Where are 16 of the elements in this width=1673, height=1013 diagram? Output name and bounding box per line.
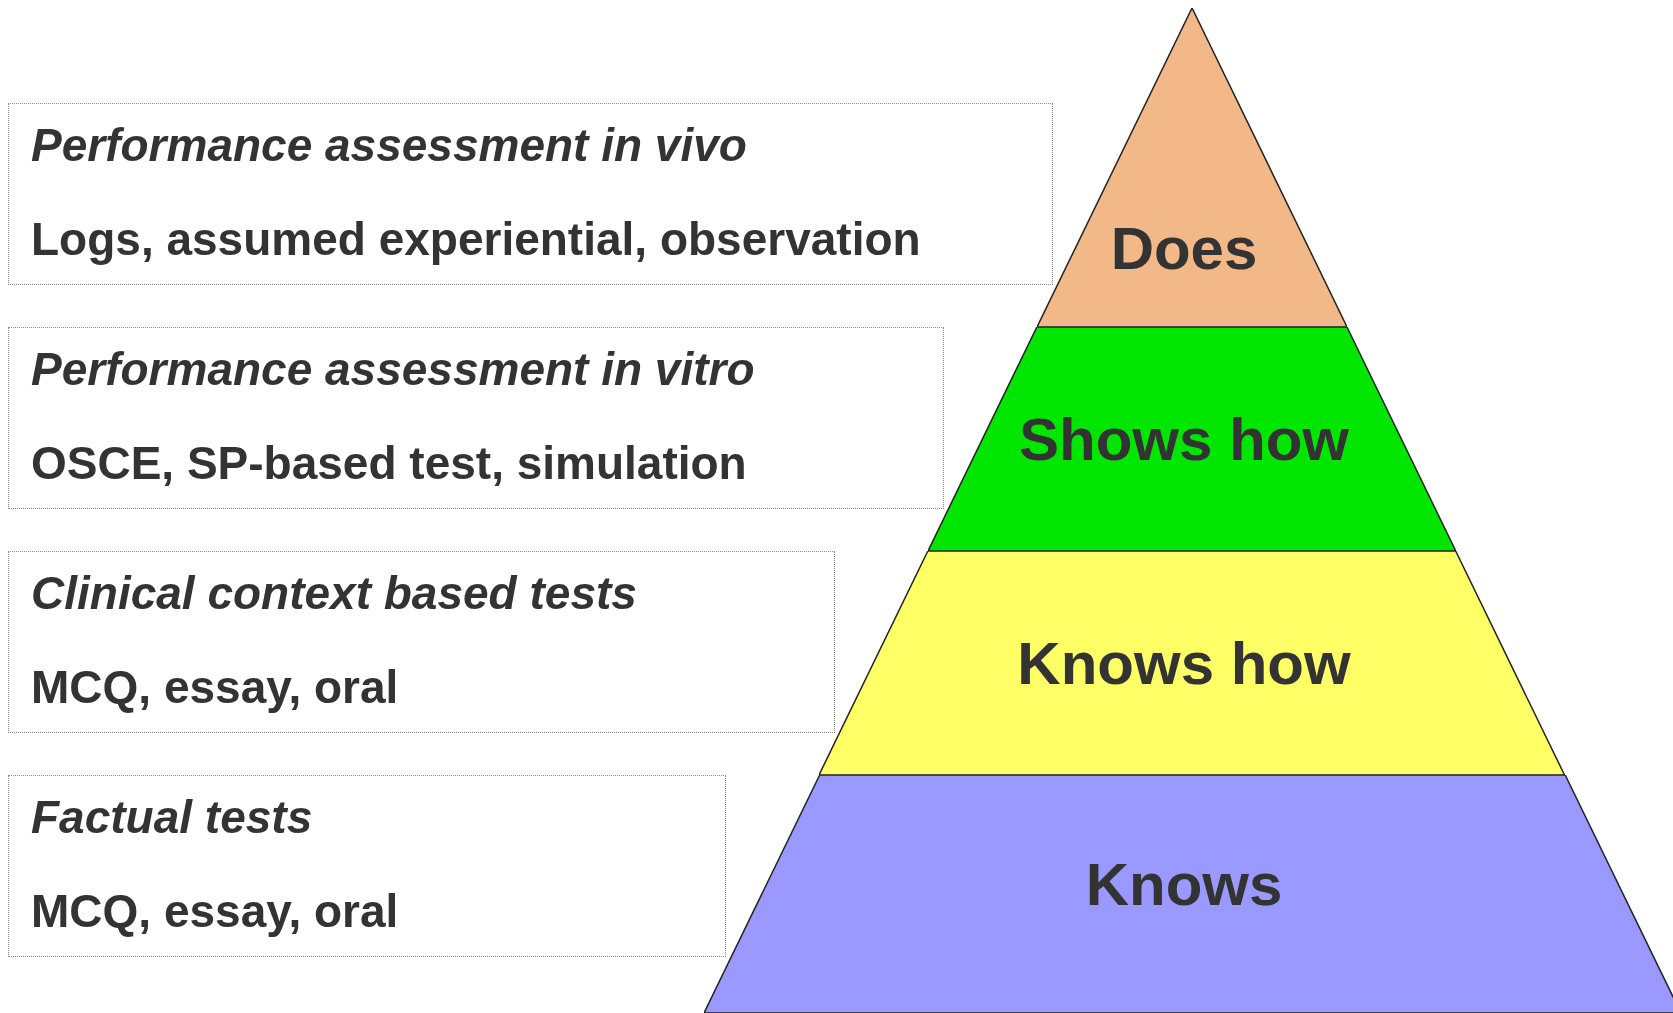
heading-text: Performance assessment in vivo <box>31 118 747 172</box>
level-label: Knows how <box>1017 628 1351 698</box>
text-panel <box>8 103 1053 285</box>
heading-text: Performance assessment in vitro <box>31 342 755 396</box>
level-label: Knows <box>1085 849 1283 919</box>
text-panel <box>8 327 944 509</box>
level-label: Does <box>1110 213 1258 282</box>
level-label: Shows how <box>1019 404 1349 474</box>
body-text: MCQ, essay, oral <box>31 884 399 938</box>
body-text: OSCE, SP-based test, simulation <box>31 436 747 490</box>
text-panel <box>8 551 835 733</box>
body-text: MCQ, essay, oral <box>31 660 399 714</box>
heading-text: Clinical context based tests <box>31 566 637 620</box>
text-panel <box>8 775 726 957</box>
heading-text: Factual tests <box>31 790 313 844</box>
body-text: Logs, assumed experiential, observation <box>31 212 921 266</box>
